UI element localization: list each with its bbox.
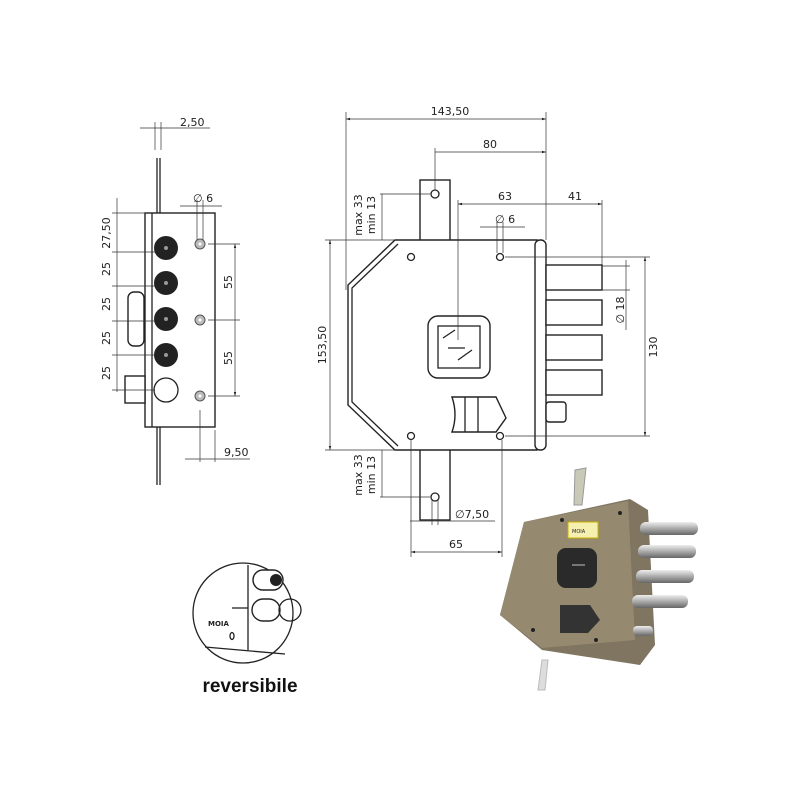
dim-backset: 80 [483,138,497,151]
dim-screw-pitch-1: 55 [222,275,235,289]
dim-tongue-hole: ∅7,50 [455,508,489,521]
bolt-ends [153,236,179,403]
dim-bolt-throw: 41 [568,190,582,203]
dim-overall-width: 143,50 [431,105,470,118]
side-view: 2,50 ∅ 6 27,50 25 25 25 25 55 55 9,50 [100,116,250,485]
photo-bolts [632,522,698,636]
dim-side-screw-hole: ∅ 6 [193,192,213,205]
dim-bolt-diameter: ∅ 18 [614,296,627,323]
dim-screw-pitch-2: 55 [222,351,235,365]
dim-bolt-pitch-2: 25 [100,297,113,311]
dim-bolt-pitch-1: 25 [100,262,113,276]
dim-tongue-bottom-min: min 13 [365,456,378,494]
dim-tongue-bottom-max: max 33 [352,454,365,495]
reversible-brand-mark: MOIA [208,620,230,628]
dim-tongue-spacing: 65 [449,538,463,551]
screw-holes-front [406,252,505,441]
cylinder-housing [427,315,491,379]
dim-top-offset: 27,50 [100,217,113,249]
dim-bolt-pitch-3: 25 [100,331,113,345]
dim-bolt-pitch-4: 25 [100,366,113,380]
bolts [545,264,603,423]
dim-screw-distance: 63 [498,190,512,203]
handle-follower [451,396,507,433]
dim-screw-offset: 9,50 [224,446,249,459]
photo-handle-follower [560,605,600,633]
dim-faceplate-thickness: 2,50 [180,116,205,129]
photo-brand-sticker [567,521,599,539]
front-view: 143,50 80 63 41 ∅ 6 153,50 130 ∅ 18 max … [316,105,660,557]
product-photo: MOIA [500,467,698,691]
reversible-detail: MOIA reversibile [192,562,302,697]
faceplate [534,239,547,451]
reversible-label: reversibile [202,676,297,697]
screw-holes [194,238,206,402]
photo-brand-label: MOIA [572,529,586,535]
deadlatch [124,375,146,404]
dim-bolt-span: 130 [647,337,660,358]
dim-overall-height: 153,50 [316,326,329,365]
photo-cylinder [557,548,597,588]
latch [127,291,145,347]
dim-tongue-top-max: max 33 [352,194,365,235]
bottom-tongue [419,447,451,521]
dim-front-screw-hole: ∅ 6 [495,213,515,226]
dim-tongue-top-min: min 13 [365,196,378,234]
